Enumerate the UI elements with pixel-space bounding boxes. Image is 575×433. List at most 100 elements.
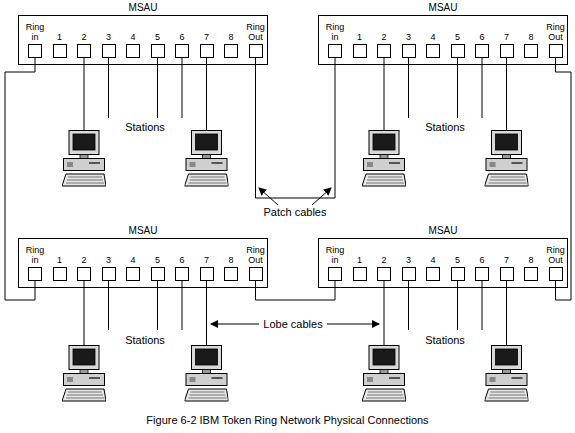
port: 6 xyxy=(470,243,494,281)
port-socket xyxy=(175,44,189,58)
port-socket xyxy=(126,267,140,281)
port-socket xyxy=(402,44,416,58)
port-socket xyxy=(500,44,514,58)
msau-label: MSAU xyxy=(19,225,267,237)
port-label: 8 xyxy=(219,32,243,42)
patch-cable xyxy=(256,58,336,198)
port: 2 xyxy=(72,243,96,281)
port-label: 7 xyxy=(495,255,519,265)
station-computer xyxy=(185,346,229,402)
port-socket xyxy=(524,267,538,281)
port: 3 xyxy=(97,20,121,58)
port-label: 4 xyxy=(421,32,445,42)
port-label: 7 xyxy=(495,32,519,42)
station-computer xyxy=(362,346,406,402)
port-socket xyxy=(28,44,42,58)
port-label: 3 xyxy=(97,255,121,265)
port-socket xyxy=(328,267,342,281)
station-computer xyxy=(485,346,529,402)
port-label: 3 xyxy=(97,32,121,42)
group-label: Stations xyxy=(123,334,167,347)
callout-label: Lobe cables xyxy=(261,318,324,331)
leader-arrows xyxy=(211,188,379,324)
port: 1 xyxy=(348,20,372,58)
group-label: Stations xyxy=(123,121,167,134)
station-computer xyxy=(62,131,106,187)
port: Ring Out xyxy=(244,20,268,58)
port: 3 xyxy=(397,20,421,58)
port-socket xyxy=(53,267,67,281)
port: Ring in xyxy=(23,243,47,281)
group-label: Stations xyxy=(423,121,467,134)
group-label: Stations xyxy=(423,334,467,347)
port-label: 7 xyxy=(195,255,219,265)
port-socket xyxy=(451,267,465,281)
port-socket xyxy=(224,267,238,281)
port-socket xyxy=(377,267,391,281)
port: 8 xyxy=(219,20,243,58)
port: Ring Out xyxy=(544,20,568,58)
port: 7 xyxy=(195,243,219,281)
port-label: 1 xyxy=(48,32,72,42)
port: 2 xyxy=(72,20,96,58)
port: 1 xyxy=(48,20,72,58)
port-socket xyxy=(102,267,116,281)
port: 6 xyxy=(170,20,194,58)
port-label: 2 xyxy=(72,32,96,42)
port-label: 5 xyxy=(146,255,170,265)
port-label: Ring Out xyxy=(244,245,268,265)
port-label: 7 xyxy=(195,32,219,42)
station-computer xyxy=(362,131,406,187)
figure-caption: Figure 6-2 IBM Token Ring Network Physic… xyxy=(0,414,575,427)
port-label: 2 xyxy=(72,255,96,265)
port-socket xyxy=(475,267,489,281)
lobe-cables xyxy=(84,58,507,345)
station-computer xyxy=(185,131,229,187)
port-label: Ring Out xyxy=(244,22,268,42)
msau-box: MSAURing in12345678Ring Out xyxy=(318,15,568,65)
port: 1 xyxy=(48,243,72,281)
msau-box: MSAURing in12345678Ring Out xyxy=(18,238,268,288)
port: 8 xyxy=(219,243,243,281)
port: Ring in xyxy=(23,20,47,58)
port: 4 xyxy=(421,243,445,281)
port-socket xyxy=(426,267,440,281)
port-label: Ring in xyxy=(23,245,47,265)
port-label: 2 xyxy=(372,32,396,42)
port-label: 1 xyxy=(348,32,372,42)
port: 4 xyxy=(121,243,145,281)
msau-box: MSAURing in12345678Ring Out xyxy=(18,15,268,65)
port-label: 6 xyxy=(170,32,194,42)
station-computer xyxy=(62,346,106,402)
msau-box: MSAURing in12345678Ring Out xyxy=(318,238,568,288)
port-socket xyxy=(353,44,367,58)
port-label: 8 xyxy=(519,32,543,42)
port-socket xyxy=(77,267,91,281)
port-socket xyxy=(475,44,489,58)
port-socket xyxy=(249,44,263,58)
port-socket xyxy=(524,44,538,58)
port-socket xyxy=(151,267,165,281)
port-socket xyxy=(451,44,465,58)
port-label: Ring Out xyxy=(544,22,568,42)
port-socket xyxy=(224,44,238,58)
port-socket xyxy=(500,267,514,281)
msau-label: MSAU xyxy=(319,225,567,237)
port-socket xyxy=(77,44,91,58)
port-socket xyxy=(200,44,214,58)
port-socket xyxy=(53,44,67,58)
port-label: 4 xyxy=(121,255,145,265)
port-label: 4 xyxy=(421,255,445,265)
port-socket xyxy=(402,267,416,281)
port: 7 xyxy=(195,20,219,58)
port-label: 1 xyxy=(348,255,372,265)
port-label: 8 xyxy=(219,255,243,265)
port-label: 6 xyxy=(470,32,494,42)
port: 5 xyxy=(446,20,470,58)
port-socket xyxy=(549,267,563,281)
msau-label: MSAU xyxy=(19,2,267,14)
port: 2 xyxy=(372,243,396,281)
port-socket xyxy=(328,44,342,58)
port: 3 xyxy=(97,243,121,281)
patch-cable xyxy=(5,58,35,300)
